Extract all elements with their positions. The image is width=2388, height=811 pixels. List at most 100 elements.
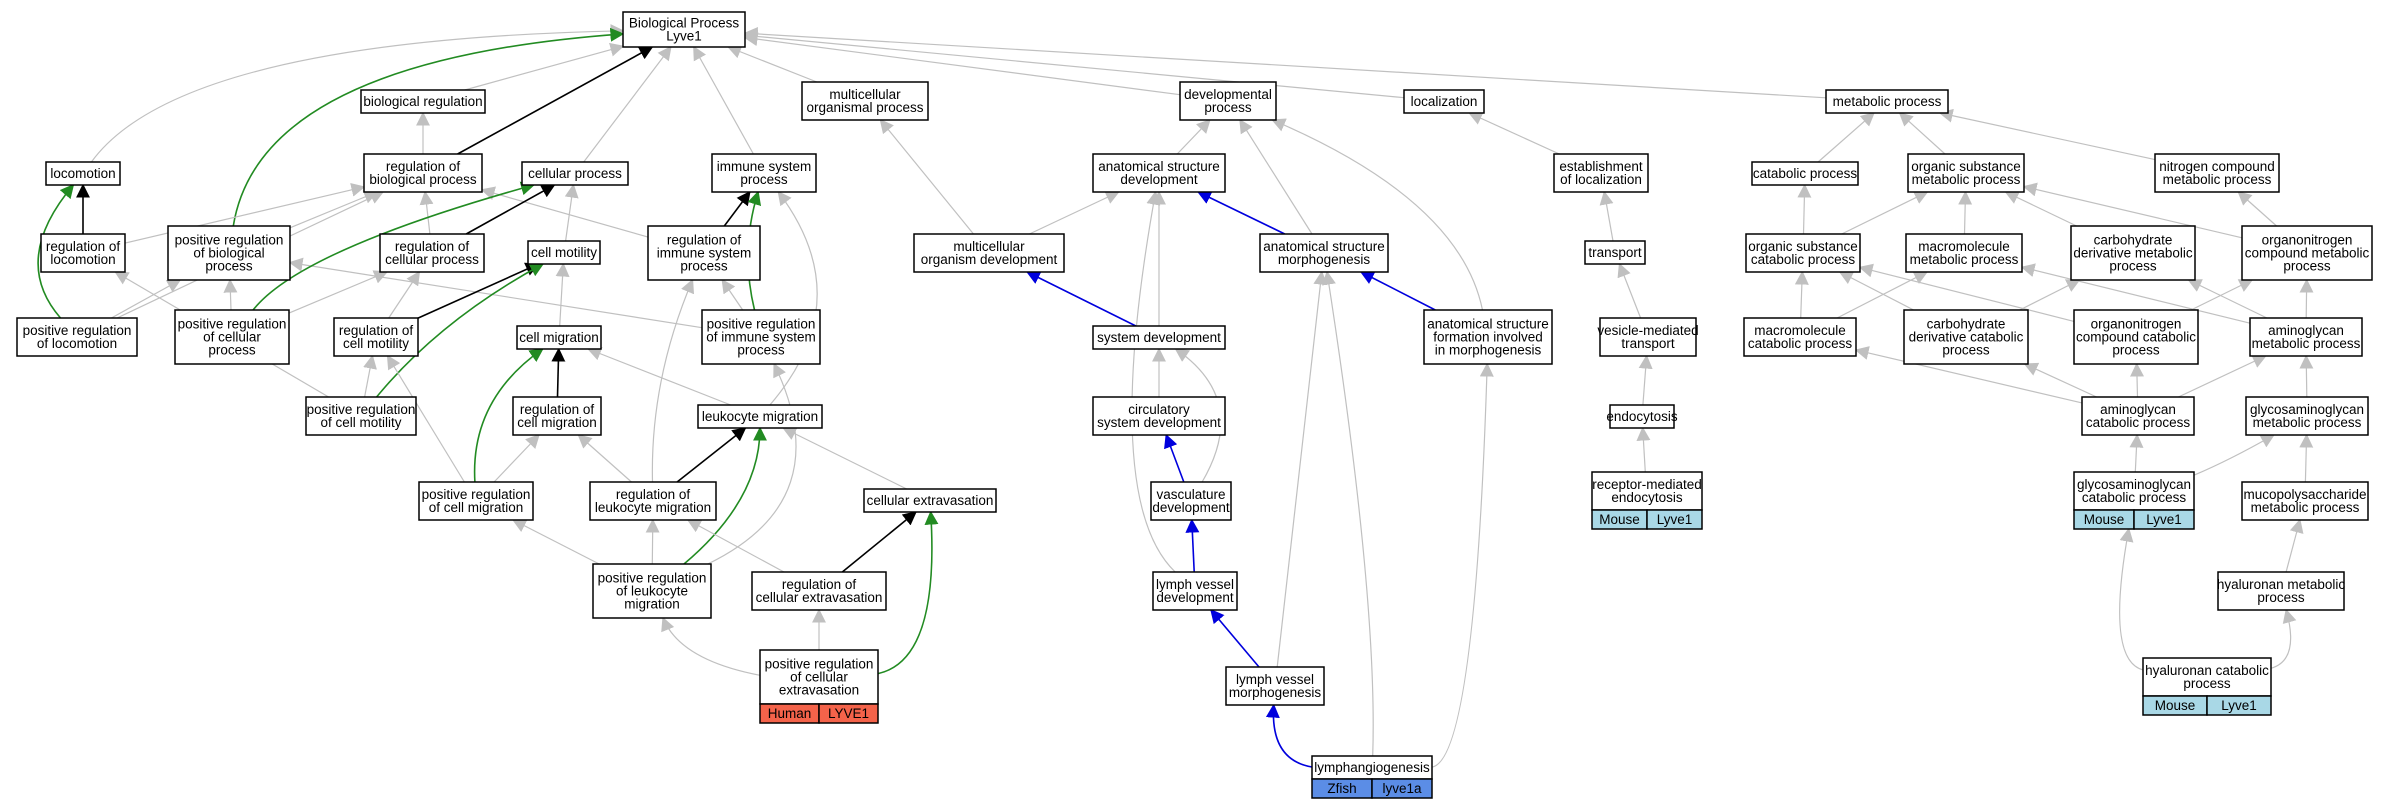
node-label-line: cell motility	[531, 245, 597, 260]
node-box	[174, 309, 290, 365]
go-term-node-metab[interactable]: metabolic process	[1825, 89, 1949, 114]
node-box	[1423, 309, 1553, 365]
node-box	[801, 81, 929, 121]
edge-regcell-to-cellproc	[465, 184, 556, 235]
go-term-node-transport[interactable]: transport	[1584, 240, 1646, 265]
go-term-node-sysdev[interactable]: system development	[1092, 325, 1226, 350]
node-label-line: metabolic process	[2252, 336, 2361, 351]
gene-label: Lyve1	[2146, 512, 2182, 527]
gene-label: Lyve1	[2221, 698, 2257, 713]
edge-mcop-to-bp	[726, 45, 818, 83]
edge-posregcellmig-to-regcellmot	[386, 354, 465, 483]
species-label: Zfish	[1327, 781, 1356, 796]
edge-mpsmp-to-gagmp	[2299, 433, 2314, 483]
node-label-line: glycosaminoglycan	[2077, 477, 2191, 492]
edge-maccp-to-oscp	[1794, 270, 1809, 319]
node-box	[305, 396, 417, 436]
edge-posregcellmig-to-cellmig	[473, 348, 544, 483]
go-term-node-catab[interactable]: catabolic process	[1751, 161, 1859, 186]
go-term-node-bioreg[interactable]: biological regulation	[360, 89, 486, 114]
go-term-node-endocytosis[interactable]: endocytosis	[1606, 404, 1678, 429]
go-term-node-cellmot[interactable]: cell motility	[527, 240, 601, 265]
edge-regimm-to-regbio	[480, 186, 649, 238]
edge-metab-to-bp	[743, 26, 1827, 99]
node-label-line: derivative metabolic	[2073, 246, 2193, 261]
node-label-line: transport	[1588, 245, 1642, 260]
go-term-node-leukmig[interactable]: leukocyte migration	[697, 404, 823, 429]
node-label-line: derivative catabolic	[1909, 330, 2024, 345]
node-box	[2241, 481, 2369, 521]
node-label-line: Biological Process	[629, 16, 740, 31]
node-label-line: process	[737, 343, 785, 358]
node-label-line: hyaluronan catabolic	[2145, 663, 2269, 678]
go-term-node-localization[interactable]: localization	[1403, 89, 1485, 114]
gene-badge-cell	[1371, 778, 1433, 799]
node-box	[589, 481, 717, 521]
node-label-line: cellular process	[528, 166, 622, 181]
node-label-line: immune system	[717, 159, 812, 174]
node-box	[2073, 309, 2199, 365]
go-term-node-locomotion[interactable]: locomotion	[45, 161, 121, 186]
go-term-node-cellproc[interactable]: cellular process	[521, 161, 629, 186]
edge-posregcellextra-to-posregleukmig	[661, 616, 761, 676]
edge-rme-to-endocytosis	[1636, 426, 1651, 473]
node-label-line: cell migration	[519, 330, 599, 345]
edge-bioreg-to-bp	[464, 42, 625, 91]
node-label-line: process	[208, 343, 256, 358]
edge-asm-to-devproc	[1239, 118, 1313, 235]
go-term-node-cellextra[interactable]: cellular extravasation	[863, 488, 997, 513]
node-label-line: process	[1204, 100, 1252, 115]
go-term-node-cellmig[interactable]: cell migration	[516, 325, 602, 350]
node-box	[1259, 233, 1389, 273]
edge-leukmig-to-immsys	[769, 190, 818, 406]
